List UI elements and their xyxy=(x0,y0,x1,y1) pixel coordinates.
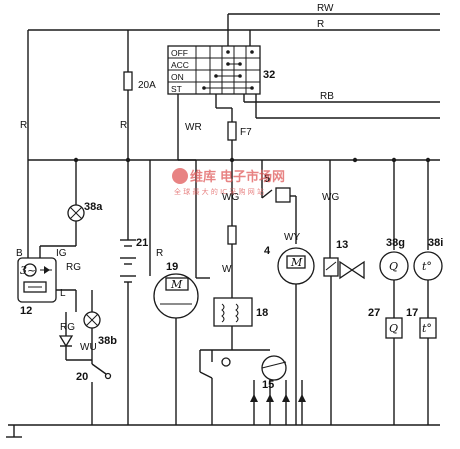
label-21: 21 xyxy=(136,237,148,249)
ignition-switch: OFF ACC ON ST 32 xyxy=(167,45,275,100)
gauge-38i xyxy=(413,160,443,425)
label-rg-2: RG xyxy=(60,322,75,333)
label-20: 20 xyxy=(76,371,88,383)
lamp-38b xyxy=(58,290,112,425)
label-18: 18 xyxy=(256,307,268,319)
switch-number: 32 xyxy=(263,69,275,81)
fan-motor-4 xyxy=(261,160,315,425)
label-rb: RB xyxy=(320,91,334,102)
switch-pos-acc: ACC xyxy=(171,60,189,70)
label-fuse-f7: F7 xyxy=(240,127,252,138)
relay-body xyxy=(213,297,253,327)
watermark-logo-icon xyxy=(172,168,188,184)
watermark-site: 电子市场网 xyxy=(220,169,285,185)
label-12-ig: IG xyxy=(56,248,67,259)
motor-4-symbol: M xyxy=(290,256,303,269)
label-wy: WY xyxy=(284,232,300,243)
label-wg: WG xyxy=(222,192,239,203)
label-5: 5 xyxy=(264,173,270,185)
label-wr: WR xyxy=(185,122,202,133)
label-27: 27 xyxy=(368,307,380,319)
label-19: 19 xyxy=(166,261,178,273)
battery-21 xyxy=(120,228,136,425)
watermark: 维库 电子市场网 全 球 最 大 的 IC 采 购 网 站 xyxy=(172,168,285,196)
gauge-38i-symbol: t° xyxy=(422,260,432,273)
label-r-left: R xyxy=(20,120,27,131)
relay-18 xyxy=(213,297,253,350)
gauge-38g xyxy=(379,160,409,425)
label-r-top: R xyxy=(317,19,324,30)
label-38a: 38a xyxy=(84,201,103,213)
sender-17-symbol: t° xyxy=(422,322,432,335)
label-rw: RW xyxy=(317,3,334,14)
label-13: 13 xyxy=(336,239,348,251)
label-wg-2: WG xyxy=(322,192,339,203)
label-12: 12 xyxy=(20,305,32,317)
watermark-brand: 维库 xyxy=(190,169,216,185)
sender-27-symbol: Q xyxy=(389,322,398,335)
label-4: 4 xyxy=(264,245,271,257)
label-38g: 38g xyxy=(386,237,405,249)
label-r-mid: R xyxy=(120,120,127,131)
gauge-38g-symbol: Q xyxy=(389,260,398,273)
switch-pos-off: OFF xyxy=(171,48,188,58)
fuse-20a xyxy=(123,71,133,91)
starter-circuit-15 xyxy=(199,349,306,425)
label-12-phase: 3~ xyxy=(20,264,36,277)
label-12-l: L xyxy=(60,288,66,299)
label-rg: RG xyxy=(66,262,81,273)
fuse-f7 xyxy=(227,121,237,141)
motor-19-symbol: M xyxy=(170,278,183,291)
switch-pos-on: ON xyxy=(171,72,184,82)
label-12-b: B xyxy=(16,248,23,259)
resistor xyxy=(227,225,237,245)
label-wu: WU xyxy=(80,342,97,353)
label-17: 17 xyxy=(406,307,418,319)
label-r-motor: R xyxy=(156,248,163,259)
starter-motor-19 xyxy=(149,160,210,425)
watermark-tagline: 全 球 最 大 的 IC 采 购 网 站 xyxy=(174,187,264,196)
label-fuse-20a: 20A xyxy=(138,80,156,91)
switch-pos-st: ST xyxy=(171,84,182,94)
label-15: 15 xyxy=(262,379,274,391)
alternator-12 xyxy=(17,257,77,312)
label-38i: 38i xyxy=(428,237,443,249)
solenoid-13 xyxy=(323,160,365,425)
lamp-38a xyxy=(39,160,85,258)
label-w: W xyxy=(222,264,232,275)
label-38b: 38b xyxy=(98,335,117,347)
